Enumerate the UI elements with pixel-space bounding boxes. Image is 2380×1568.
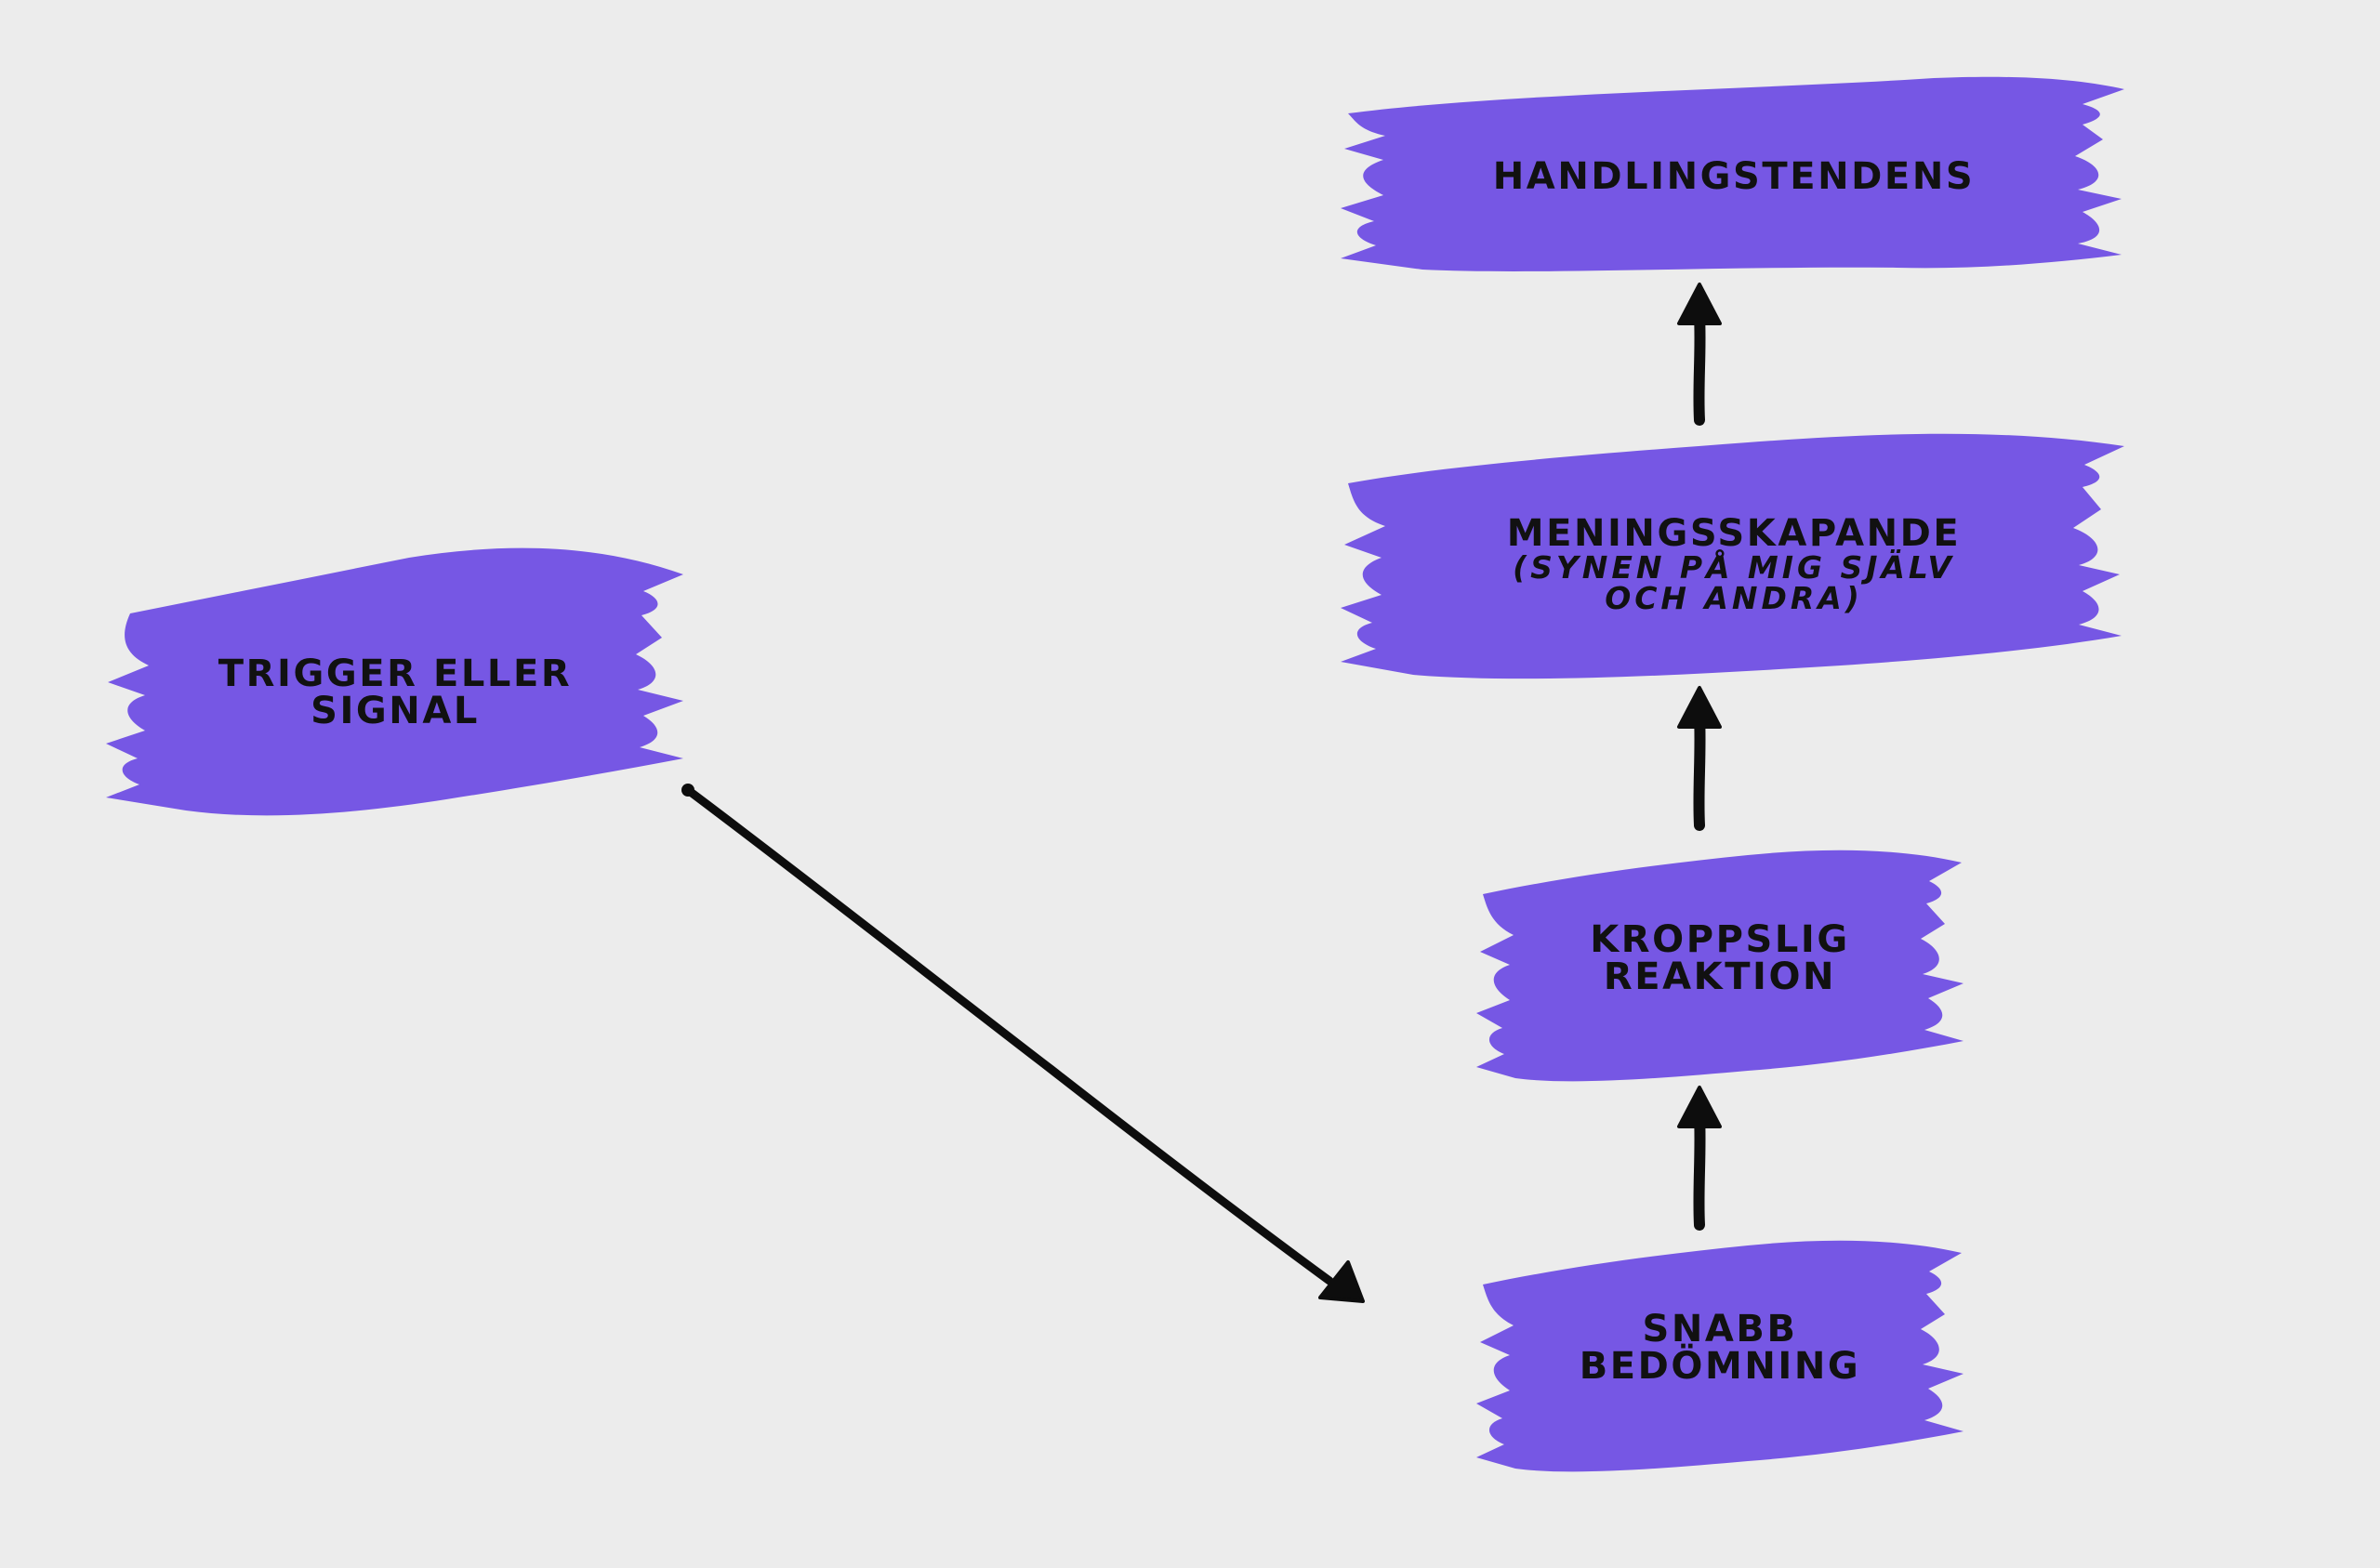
brush-handlingstendens — [1341, 76, 2124, 271]
snabb-line1: SNABB — [1642, 1308, 1798, 1351]
trigger-line2: SIGNAL — [311, 690, 480, 732]
node-trigger-label: TRIGGER ELLER SIGNAL — [130, 641, 660, 744]
handling-line1: HANDLINGSTENDENS — [1492, 155, 1976, 198]
node-shapes — [106, 76, 2124, 1472]
node-snabb-label: SNABB BEDÖMNING — [1497, 1306, 1943, 1390]
arrows — [681, 283, 1722, 1303]
kroppslig-line2: REAKTION — [1603, 955, 1837, 998]
node-kroppslig-label: KROPPSLIG REAKTION — [1497, 916, 1943, 1000]
brush-snabb — [1476, 1240, 1964, 1472]
node-handling-label: HANDLINGSTENDENS — [1367, 149, 2101, 204]
arrow-head-diagonal — [1318, 1260, 1365, 1303]
brush-meningsskapande — [1341, 433, 2124, 679]
arrow-head-kroppslig-to-menings — [1677, 686, 1722, 729]
arrow-trigger-to-snabb — [683, 785, 1334, 1285]
snabb-line2: BEDÖMNING — [1579, 1345, 1861, 1388]
brush-kroppslig — [1476, 850, 1964, 1082]
arrow-head-menings-to-handling — [1677, 283, 1722, 325]
arrow-head-snabb-to-kroppslig — [1677, 1086, 1722, 1128]
menings-sub1: (SYNEN PÅ MIG SJÄLV — [1513, 549, 1955, 586]
brush-trigger — [106, 547, 683, 816]
menings-sub2: OCH ANDRA) — [1605, 580, 1863, 616]
kroppslig-line1: KROPPSLIG — [1590, 918, 1850, 961]
node-menings-label: MENINGSSKAPANDE (SYNEN PÅ MIG SJÄLV OCH … — [1367, 504, 2101, 625]
trigger-line1: TRIGGER ELLER — [218, 652, 573, 695]
menings-line1: MENINGSSKAPANDE — [1506, 512, 1962, 555]
